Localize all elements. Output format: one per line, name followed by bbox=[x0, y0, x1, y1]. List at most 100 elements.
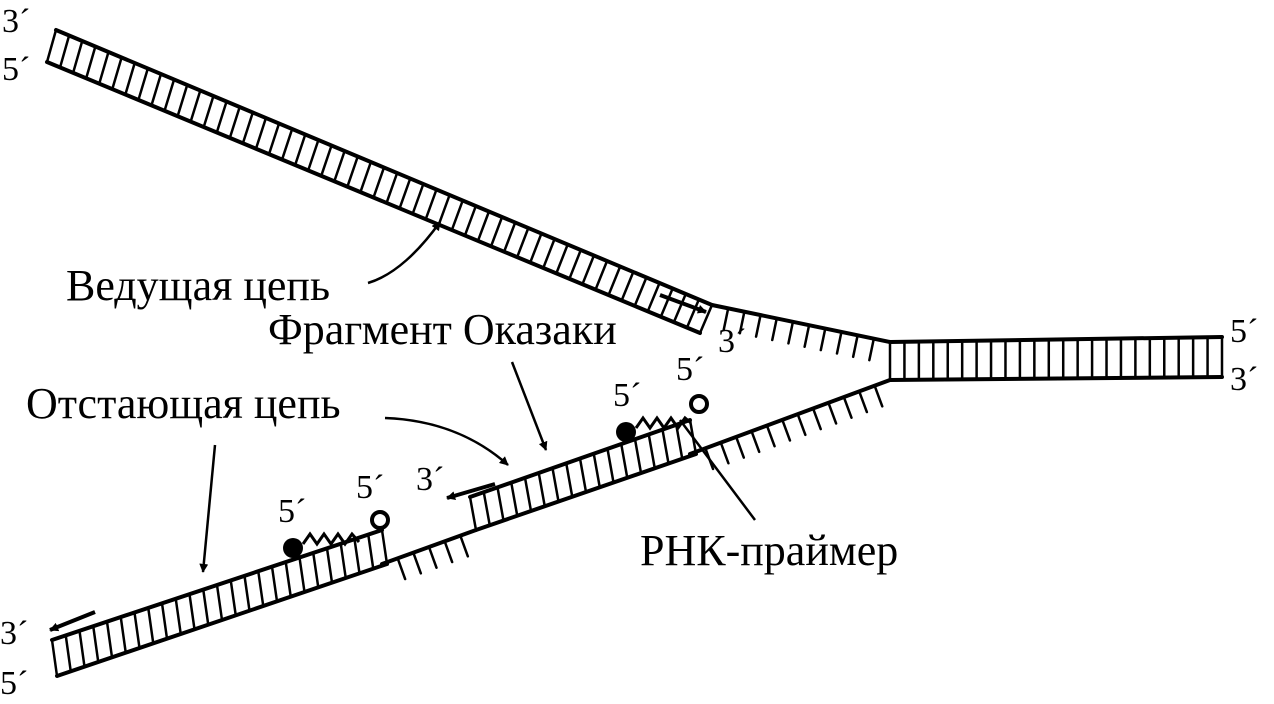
lagging-strand-duplex-base-pair bbox=[133, 611, 141, 650]
lagging-strand-duplex-base-pair bbox=[243, 574, 251, 612]
leading-strand-duplex-base-pair bbox=[437, 193, 451, 226]
leading-strand-duplex-base-pair bbox=[607, 265, 622, 297]
lagging-strand-duplex-base-pair bbox=[257, 570, 265, 608]
leading-strand-duplex-base-pair bbox=[267, 122, 281, 156]
leading-strand-duplex-base-pair bbox=[241, 111, 255, 145]
lagging-strand-duplex-base-pair bbox=[353, 537, 361, 575]
lagging-template-single-near-fork-base bbox=[765, 424, 776, 448]
primer1-5-prime-right-label: 5´ bbox=[676, 351, 704, 388]
leading-strand-duplex-base-pair bbox=[71, 39, 84, 75]
lagging-template-single-near-fork-base bbox=[750, 429, 761, 454]
leading-template-single-base bbox=[787, 320, 795, 345]
okazaki-new-strand-arrow bbox=[446, 482, 496, 501]
primer-end-ring bbox=[689, 394, 709, 414]
lagging-strand-duplex-base-pair bbox=[270, 565, 279, 603]
leading-template-single-base bbox=[754, 313, 762, 338]
lagging-strand-duplex-base-pair bbox=[160, 602, 169, 640]
lagging-strand-duplex-base-pair bbox=[105, 620, 114, 659]
lagging-template-single-near-fork-base bbox=[734, 435, 746, 459]
leading-strand-duplex-base-pair bbox=[189, 89, 202, 123]
lagging-strand-duplex-base-pair bbox=[119, 615, 127, 654]
leading-strand-duplex-base-pair bbox=[398, 177, 412, 210]
lagging-strand-duplex-base-pair bbox=[50, 638, 59, 678]
lagging-template-single-near-fork-backbone bbox=[688, 378, 892, 456]
leading-strand-duplex-base-pair bbox=[633, 276, 648, 308]
right-bottom-3-prime-label: 3´ bbox=[1230, 361, 1258, 398]
leading-strand-duplex-base-pair bbox=[176, 83, 189, 118]
okazaki-new-strand-3-prime-label: 3´ bbox=[416, 461, 444, 498]
leading-strand-duplex-base-pair bbox=[502, 221, 517, 253]
lagging-strand-duplex-base-pair bbox=[78, 629, 86, 668]
leading-template-single-base bbox=[851, 334, 859, 359]
lagging-strand-label: Отстающая цепь bbox=[26, 379, 341, 428]
right-top-5-prime-label: 5´ bbox=[1230, 313, 1258, 350]
okazaki-fragment-label: Фрагмент Оказаки bbox=[268, 305, 617, 354]
leading-strand-duplex-base-pair bbox=[124, 61, 136, 96]
leading-strand-duplex-base-pair bbox=[568, 248, 583, 281]
lagging-strand-duplex-base-pair bbox=[188, 592, 196, 631]
lagging-strand-duplex-base-pair bbox=[367, 533, 375, 570]
leading-strand-duplex-base-pair bbox=[150, 72, 163, 107]
lagging-template-single-near-fork-base bbox=[873, 384, 884, 408]
primer2-5-prime-right-label: 5´ bbox=[356, 469, 384, 506]
rna-primer-1 bbox=[616, 394, 709, 442]
leading-strand-duplex-base-pair bbox=[698, 303, 714, 335]
leading-strand-duplex-base-pair bbox=[254, 116, 268, 150]
lagging-strand-duplex-base-pair bbox=[325, 547, 334, 584]
leading-strand-duplex-base-pair bbox=[202, 94, 215, 129]
lagging-template-single-near-fork-base bbox=[781, 418, 792, 442]
primer1-5-prime-left-label: 5´ bbox=[613, 377, 641, 414]
leading-strand-duplex-base-pair bbox=[424, 188, 438, 221]
leading-strand-duplex-base-pair bbox=[320, 144, 333, 178]
primer-squiggle bbox=[301, 531, 361, 547]
leading-strand-duplex-base-pair bbox=[58, 34, 71, 69]
okazaki-fragment-duplex-base-pair bbox=[510, 481, 519, 517]
lagging-template-single-gap-base bbox=[412, 551, 423, 575]
okazaki-fragment-duplex-base-pair bbox=[537, 471, 546, 508]
leading-template-single-base bbox=[722, 307, 730, 332]
leading-strand-duplex-base-pair bbox=[581, 254, 596, 286]
leading-template-single-base bbox=[835, 330, 843, 355]
lagging-strand-duplex-base-pair bbox=[229, 579, 237, 617]
lagging-strand-pointer-2 bbox=[199, 444, 217, 573]
leading-strand-duplex-base-pair bbox=[594, 259, 609, 291]
primer-squiggle bbox=[634, 415, 692, 431]
leading-template-single-base bbox=[868, 337, 876, 362]
leading-strand-duplex-base-pair bbox=[659, 287, 674, 318]
top-left-5-prime-label: 5´ bbox=[2, 51, 30, 88]
leading-strand-duplex-base-pair bbox=[359, 160, 373, 194]
parental-duplex-rail-b bbox=[888, 375, 1224, 382]
leading-strand-duplex-base-pair bbox=[385, 171, 399, 205]
lagging-strand-pointer-1 bbox=[384, 416, 509, 466]
leading-strand-duplex-base-pair bbox=[411, 182, 425, 216]
okazaki-fragment-duplex-base-pair bbox=[592, 452, 601, 489]
lagging-strand-duplex-base-pair bbox=[64, 634, 72, 673]
leading-strand-duplex-base-pair bbox=[346, 155, 360, 188]
primer-end-ring bbox=[370, 510, 390, 530]
leading-strand-duplex-base-pair bbox=[528, 232, 543, 264]
leading-strand-duplex-base-pair bbox=[280, 127, 294, 161]
lagging-strand-duplex-base-pair bbox=[92, 625, 100, 664]
okazaki-fragment-pointer bbox=[510, 361, 548, 451]
leading-strand-duplex-base-pair bbox=[555, 243, 569, 275]
leading-strand-duplex-base-pair bbox=[620, 270, 635, 302]
lagging-template-single-gap-base bbox=[427, 545, 438, 569]
rna-primer-pointer-line bbox=[679, 419, 756, 521]
leading-strand-duplex-base-pair bbox=[542, 237, 556, 270]
okazaki-fragment-duplex-base-pair bbox=[496, 486, 505, 522]
leading-template-single-base bbox=[819, 327, 827, 352]
rna-primer-2 bbox=[283, 510, 390, 558]
leading-strand-duplex-base-pair bbox=[489, 215, 504, 248]
lagging-strand-duplex-base-pair bbox=[298, 556, 306, 594]
leading-strand-duplex-base-pair bbox=[97, 50, 110, 85]
lagging-template-single-near-fork-base bbox=[827, 401, 838, 425]
lagging-template-single-near-fork-base bbox=[857, 390, 869, 414]
leading-strand-duplex-base-pair bbox=[306, 138, 320, 172]
leading-strand-duplex-base-pair bbox=[111, 56, 123, 91]
leading-strand-duplex-base-pair bbox=[215, 100, 228, 134]
lagging-strand-duplex-base-pair bbox=[284, 560, 292, 598]
okazaki-fragment-duplex-base-pair bbox=[606, 447, 615, 484]
parental-duplex-rail-a bbox=[888, 335, 1224, 344]
okazaki-fragment-duplex-base-pair bbox=[551, 466, 560, 503]
leading-strand-duplex-base-pair bbox=[463, 204, 478, 237]
